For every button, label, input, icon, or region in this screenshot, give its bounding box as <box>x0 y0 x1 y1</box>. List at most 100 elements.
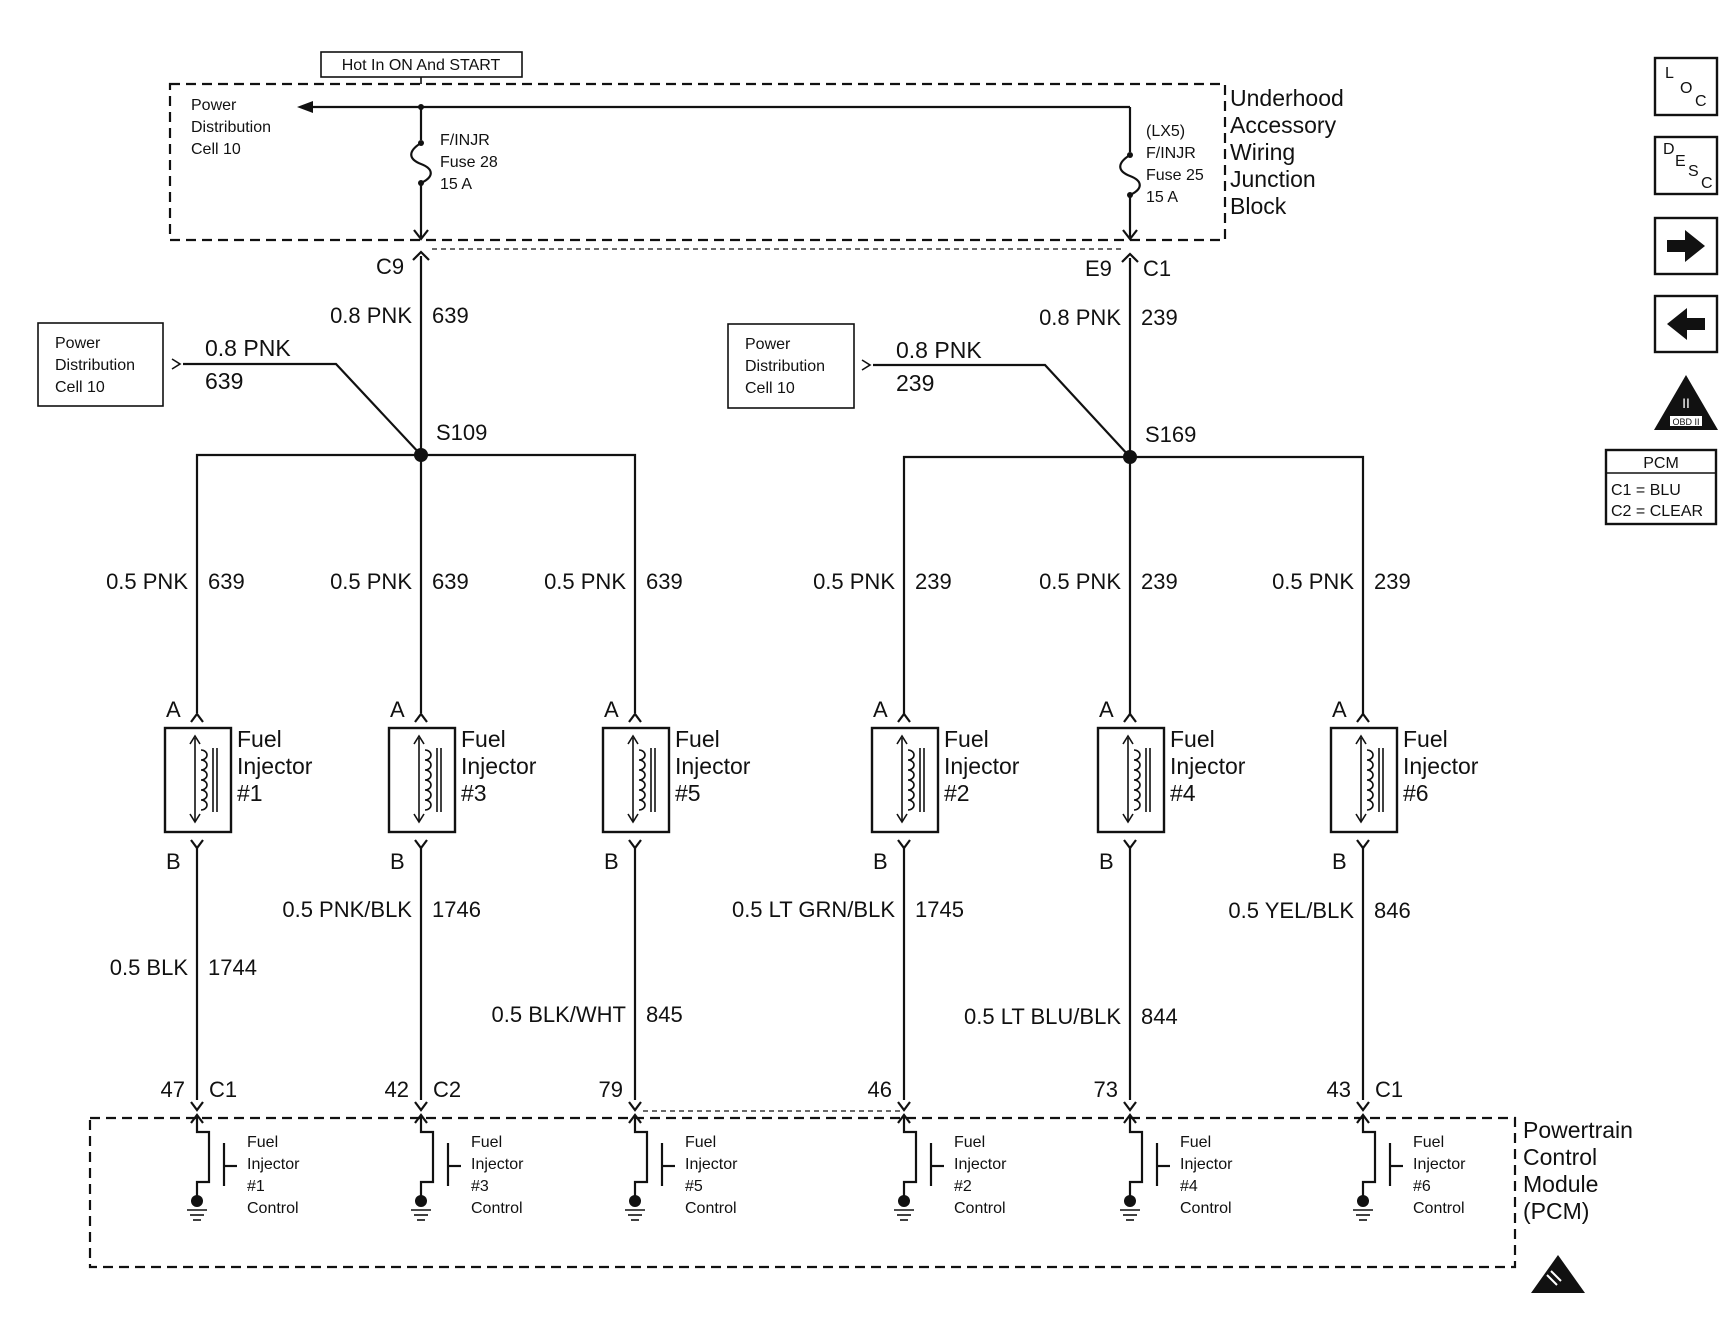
pin-a-label: A <box>873 697 888 722</box>
previous-page-button[interactable] <box>1653 294 1719 354</box>
svg-text:Accessory: Accessory <box>1230 112 1337 138</box>
underhood-junction-block-label: Underhood Accessory Wiring Junction Bloc… <box>1230 85 1344 219</box>
esd-warning-icon <box>1531 1255 1585 1293</box>
svg-text:0.8 PNK: 0.8 PNK <box>205 335 291 361</box>
fuel-injector-icon <box>1096 726 1166 834</box>
wire-color-label: 0.5 BLK/WHT <box>492 1002 626 1027</box>
connector-e9-label: E9 <box>1085 256 1112 281</box>
svg-text:Distribution: Distribution <box>55 357 135 374</box>
pcm-driver-label: Fuel <box>471 1134 502 1151</box>
svg-text:239: 239 <box>896 370 934 396</box>
svg-text:Module: Module <box>1523 1171 1598 1197</box>
svg-text:0.8 PNK: 0.8 PNK <box>896 337 982 363</box>
injector-label: Fuel <box>944 726 989 752</box>
svg-text:Junction: Junction <box>1230 166 1316 192</box>
next-page-button[interactable] <box>1653 216 1719 276</box>
connector-c9-arrow <box>413 229 429 241</box>
svg-text:639: 639 <box>432 303 469 328</box>
wire-color-label: 0.5 PNK <box>330 569 412 594</box>
pcm-label: Powertrain Control Module (PCM) <box>1523 1117 1633 1224</box>
wire-color-label: 0.5 PNK/BLK <box>282 897 412 922</box>
splice-s109-label: S109 <box>436 420 487 445</box>
pcm-connector-label: C1 <box>209 1077 237 1102</box>
svg-text:Power: Power <box>55 335 101 352</box>
pcm-driver-label: Fuel <box>954 1134 985 1151</box>
splice-s169-label: S169 <box>1145 422 1196 447</box>
svg-text:D: D <box>1663 141 1675 158</box>
pin-a-label: A <box>1099 697 1114 722</box>
svg-text:Distribution: Distribution <box>191 119 271 136</box>
svg-text:0.8 PNK: 0.8 PNK <box>330 303 412 328</box>
svg-text:Powertrain: Powertrain <box>1523 1117 1633 1143</box>
svg-text:(PCM): (PCM) <box>1523 1198 1589 1224</box>
desc-button[interactable]: D E S C <box>1653 135 1719 196</box>
injector-label: Fuel <box>1403 726 1448 752</box>
pin-b-label: B <box>604 849 619 874</box>
pcm-pin-number: 46 <box>868 1077 892 1102</box>
pcm-driver-label: Fuel <box>1180 1134 1211 1151</box>
pcm-driver-label: Fuel <box>1413 1134 1444 1151</box>
circuit-number-label: 239 <box>1141 569 1178 594</box>
svg-text:239: 239 <box>1141 305 1178 330</box>
circuit-number-label: 1746 <box>432 897 481 922</box>
fuel-injector-icon <box>163 726 233 834</box>
pcm-pin-number: 73 <box>1094 1077 1118 1102</box>
injector-label: Injector <box>944 753 1020 779</box>
pin-b-label: B <box>1332 849 1347 874</box>
pcm-driver-label: Control <box>1180 1200 1232 1217</box>
power-distribution-box-right: Power Distribution Cell 10 <box>727 323 855 409</box>
pcm-driver-label: Injector <box>954 1156 1007 1173</box>
fuel-injector-icon <box>387 726 457 834</box>
loc-button[interactable]: L O C <box>1653 56 1719 117</box>
obd-ii-badge[interactable]: II OBD II <box>1654 375 1718 430</box>
pcm-driver-label: Injector <box>471 1156 524 1173</box>
svg-text:F/INJR: F/INJR <box>1146 145 1196 162</box>
wire-color-label: 0.5 PNK <box>1272 569 1354 594</box>
fuse-28-icon <box>410 140 432 186</box>
injector-label: Injector <box>1403 753 1479 779</box>
pcm-connector-label: C2 <box>433 1077 461 1102</box>
circuit-number-label: 1744 <box>208 955 257 980</box>
injector-number: #4 <box>1170 780 1196 806</box>
feed-right-label: 0.8 PNK 239 <box>1039 305 1178 330</box>
svg-text:C: C <box>1701 175 1713 192</box>
svg-text:639: 639 <box>205 368 243 394</box>
hot-in-label: Hot In ON And START <box>342 57 501 74</box>
svg-text:Cell 10: Cell 10 <box>191 141 241 158</box>
pcm-driver-label: Control <box>685 1200 737 1217</box>
pin-b-label: B <box>390 849 405 874</box>
pcm-driver-label: Control <box>471 1200 523 1217</box>
svg-text:Cell 10: Cell 10 <box>55 379 105 396</box>
pcm-pin-number: 79 <box>599 1077 623 1102</box>
injector-label: Injector <box>237 753 313 779</box>
pin-b-label: B <box>873 849 888 874</box>
fuel-injector-icon <box>870 726 940 834</box>
svg-text:Wiring: Wiring <box>1230 139 1295 165</box>
svg-text:15 A: 15 A <box>440 176 472 193</box>
connector-c9-label: C9 <box>376 254 404 279</box>
pcm-driver-label: #2 <box>954 1178 972 1195</box>
pcm-driver-label: #3 <box>471 1178 489 1195</box>
circuit-number-label: 239 <box>915 569 952 594</box>
pin-b-label: B <box>1099 849 1114 874</box>
svg-text:(LX5): (LX5) <box>1146 123 1185 140</box>
pd-wire-right-label: 0.8 PNK 239 <box>896 337 982 396</box>
svg-text:0.8 PNK: 0.8 PNK <box>1039 305 1121 330</box>
svg-text:PCM: PCM <box>1643 455 1679 472</box>
pcm-outline <box>88 1116 1517 1269</box>
injector-label: Injector <box>461 753 537 779</box>
circuit-number-label: 639 <box>208 569 245 594</box>
circuit-number-label: 1745 <box>915 897 964 922</box>
wire-color-label: 0.5 YEL/BLK <box>1228 898 1354 923</box>
pcm-driver-label: #1 <box>247 1178 265 1195</box>
pin-b-label: B <box>166 849 181 874</box>
connector-c1-top-label: C1 <box>1143 256 1171 281</box>
svg-text:Block: Block <box>1230 193 1287 219</box>
fuse-28-label: F/INJR Fuse 28 15 A <box>440 132 498 193</box>
pcm-driver-label: Injector <box>685 1156 738 1173</box>
